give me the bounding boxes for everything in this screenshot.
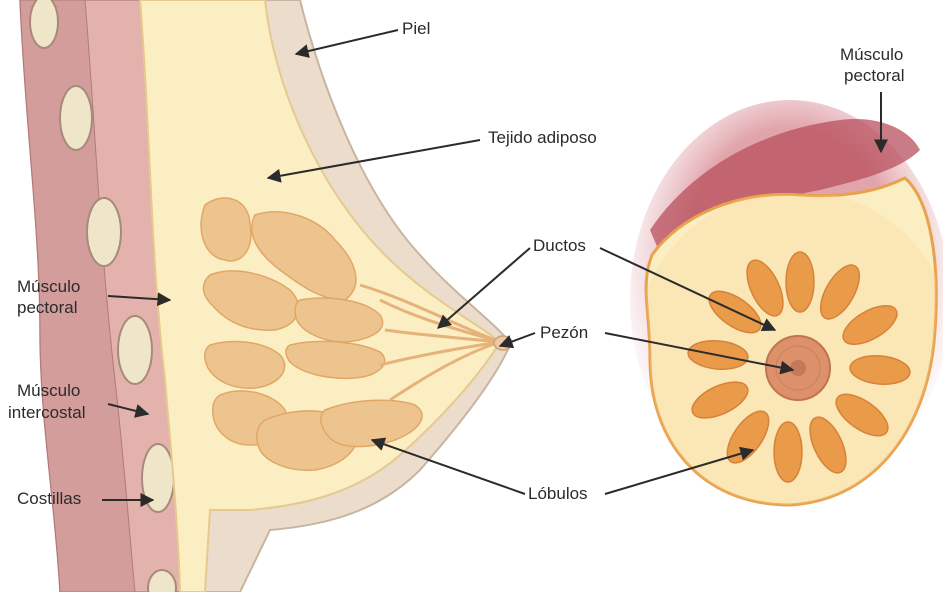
lobule [774,422,802,482]
nipple-front [790,360,806,376]
frontal-view [630,100,943,510]
label-ductos: Ductos [533,236,586,255]
label-piel: Piel [402,19,430,38]
rib [30,0,58,48]
label-musculo-intercostal-line1: Músculo [17,381,80,400]
rib [118,316,152,384]
label-musculo-pectoral-left-line2: pectoral [17,298,77,317]
lobule [786,252,814,312]
label-musculo-pectoral-right-line1: Músculo [840,45,903,64]
sagittal-view [20,0,512,592]
rib [142,444,174,512]
label-musculo-pectoral-right-line2: pectoral [844,66,904,85]
label-lobulos: Lóbulos [528,484,588,503]
label-musculo-pectoral-left-line1: Músculo [17,277,80,296]
label-costillas: Costillas [17,489,81,508]
label-tejido-adiposo: Tejido adiposo [488,128,597,147]
rib [87,198,121,266]
label-musculo-intercostal-line2: intercostal [8,403,85,422]
lobule [201,198,251,261]
label-pezon: Pezón [540,323,588,342]
rib [60,86,92,150]
